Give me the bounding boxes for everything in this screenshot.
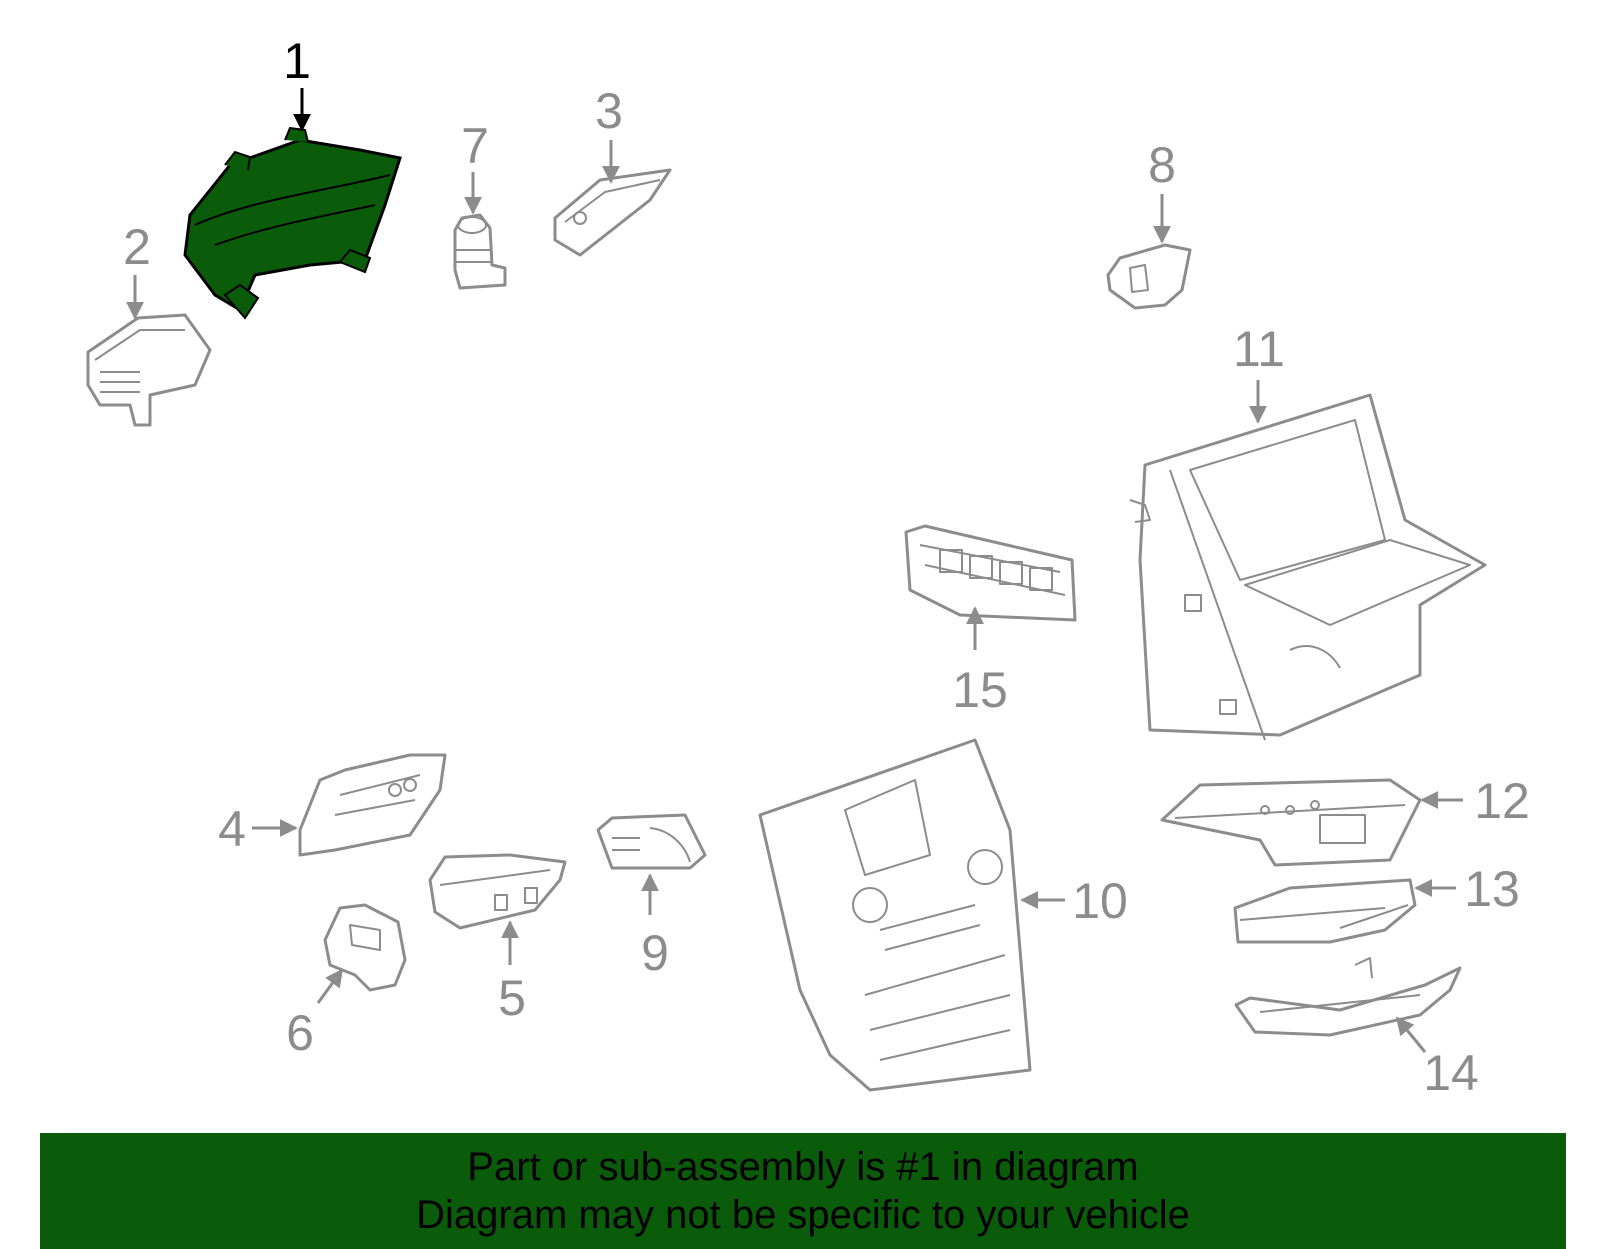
part-13[interactable] xyxy=(1233,878,1417,944)
callout-12: 12 xyxy=(1474,773,1530,829)
banner-disclaimer: Diagram may not be specific to your vehi… xyxy=(416,1193,1190,1237)
callout-7: 7 xyxy=(461,118,489,174)
part-5[interactable] xyxy=(428,853,567,930)
callout-9: 9 xyxy=(641,925,669,981)
part-9[interactable] xyxy=(596,813,707,870)
callout-14: 14 xyxy=(1423,1045,1479,1101)
callout-13: 13 xyxy=(1464,861,1520,917)
callout-2: 2 xyxy=(123,219,151,275)
callout-10: 10 xyxy=(1072,873,1128,929)
info-banner: Part or sub-assembly is #1 in diagram Di… xyxy=(40,1133,1566,1249)
callout-15: 15 xyxy=(952,662,1008,718)
banner-part-note: Part or sub-assembly is #1 in diagram xyxy=(467,1145,1139,1189)
callout-8: 8 xyxy=(1148,137,1176,193)
part-4[interactable] xyxy=(298,753,447,857)
callout-5: 5 xyxy=(498,970,526,1026)
part-15[interactable] xyxy=(904,524,1077,622)
part-2[interactable] xyxy=(86,313,212,427)
part-3[interactable] xyxy=(553,168,672,257)
callout-3: 3 xyxy=(595,83,623,139)
part-8[interactable] xyxy=(1106,243,1192,310)
part-11-display[interactable] xyxy=(1129,393,1487,741)
part-10-control-panel[interactable] xyxy=(758,738,1032,1092)
callout-11: 11 xyxy=(1233,321,1285,377)
callout-4: 4 xyxy=(218,801,246,857)
callout-1: 1 xyxy=(283,33,311,89)
part-12[interactable] xyxy=(1160,778,1422,867)
leader-6 xyxy=(316,968,344,1004)
callout-6: 6 xyxy=(286,1005,314,1061)
part-14[interactable] xyxy=(1234,957,1462,1037)
leader-14 xyxy=(1395,1016,1427,1053)
part-1-instrument-cluster[interactable] xyxy=(183,126,402,320)
part-7[interactable] xyxy=(453,213,507,290)
